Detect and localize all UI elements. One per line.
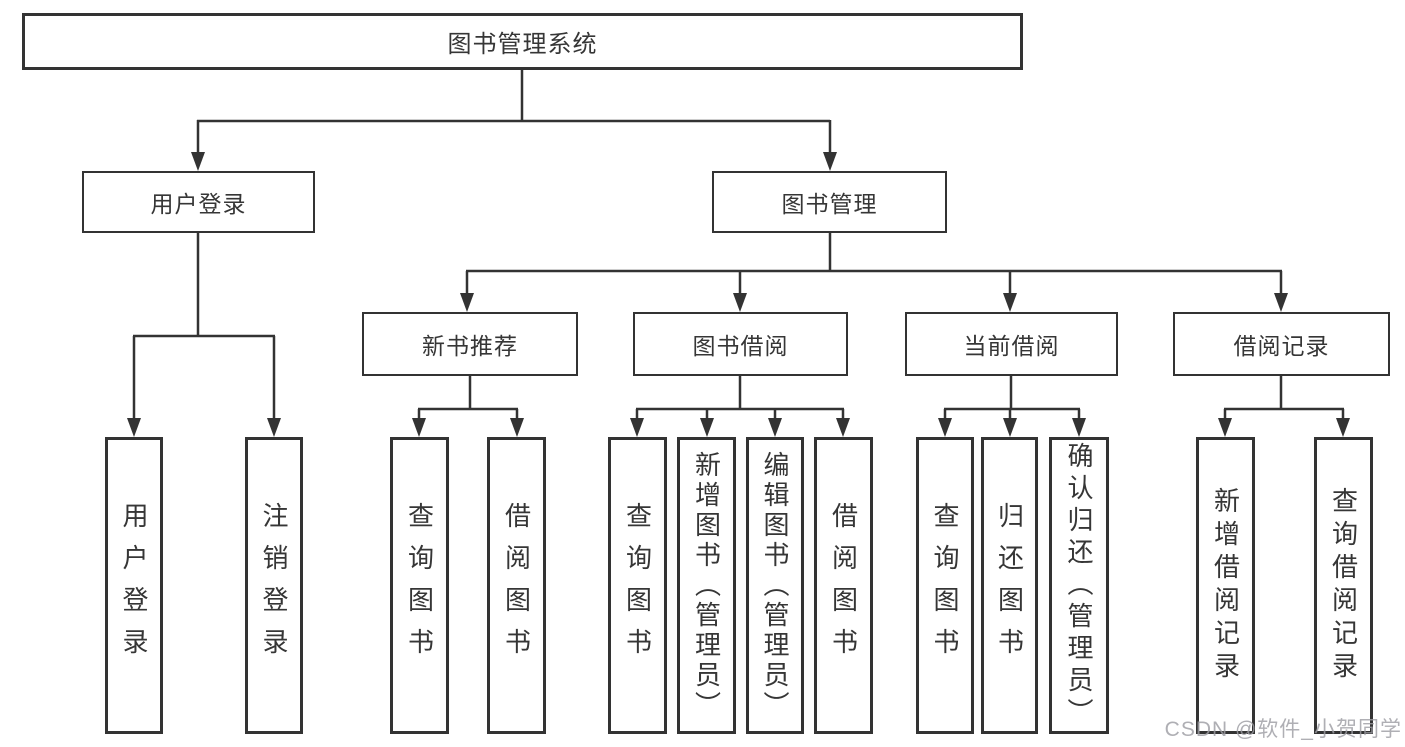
node-label: 用户登录 <box>150 191 247 217</box>
leaf-borrowing-edit-books-admin: 编辑图书（管理员） <box>746 437 804 734</box>
leaf-user-login: 用户登录 <box>105 437 163 734</box>
csdn-watermark: CSDN @软件_小贺同学 <box>1164 718 1402 741</box>
leaf-label: 新增图书（管理员） <box>691 450 722 721</box>
leaf-current-return-books: 归还图书 <box>981 437 1038 734</box>
leaf-records-add-borrow-record: 新增借阅记录 <box>1196 437 1255 734</box>
leaf-label: 注销登录 <box>259 501 289 670</box>
leaf-records-query-borrow-record: 查询借阅记录 <box>1314 437 1373 734</box>
connector-lines <box>132 70 1345 419</box>
leaf-borrowing-borrow-books: 借阅图书 <box>814 437 873 734</box>
node-new-book-recommend: 新书推荐 <box>362 312 578 376</box>
leaf-label: 查询图书 <box>404 501 435 670</box>
node-label: 图书管理 <box>781 191 878 217</box>
leaf-label: 确认归还（管理员） <box>1064 441 1094 730</box>
connector-arrowheads <box>127 152 1350 437</box>
leaf-label: 归还图书 <box>994 501 1025 670</box>
leaf-label: 查询图书 <box>930 501 960 670</box>
node-borrow-records: 借阅记录 <box>1173 312 1390 376</box>
leaf-label: 借阅图书 <box>501 501 532 670</box>
leaf-label: 用户登录 <box>119 501 149 670</box>
node-book-management-branch: 图书管理 <box>712 171 947 233</box>
node-root-label: 图书管理系统 <box>447 31 598 58</box>
node-label: 新书推荐 <box>422 333 518 359</box>
leaf-recommend-borrow-books: 借阅图书 <box>487 437 546 734</box>
node-label: 当前借阅 <box>963 333 1060 359</box>
leaf-label: 借阅图书 <box>828 501 859 670</box>
leaf-borrowing-add-books-admin: 新增图书（管理员） <box>677 437 736 734</box>
leaf-label: 新增借阅记录 <box>1210 486 1241 685</box>
leaf-label: 查询借阅记录 <box>1328 486 1359 685</box>
node-current-borrowing: 当前借阅 <box>905 312 1118 376</box>
leaf-recommend-query-books: 查询图书 <box>390 437 449 734</box>
leaf-borrowing-query-books: 查询图书 <box>608 437 667 734</box>
leaf-current-confirm-return-admin: 确认归还（管理员） <box>1049 437 1109 734</box>
node-book-borrowing: 图书借阅 <box>633 312 848 376</box>
node-label: 图书借阅 <box>692 333 789 359</box>
leaf-label: 编辑图书（管理员） <box>760 450 790 721</box>
node-label: 借阅记录 <box>1233 333 1330 359</box>
node-root-system: 图书管理系统 <box>22 13 1023 70</box>
node-user-login-branch: 用户登录 <box>82 171 315 233</box>
leaf-current-query-books: 查询图书 <box>916 437 974 734</box>
leaf-label: 查询图书 <box>622 501 653 670</box>
leaf-logout: 注销登录 <box>245 437 303 734</box>
